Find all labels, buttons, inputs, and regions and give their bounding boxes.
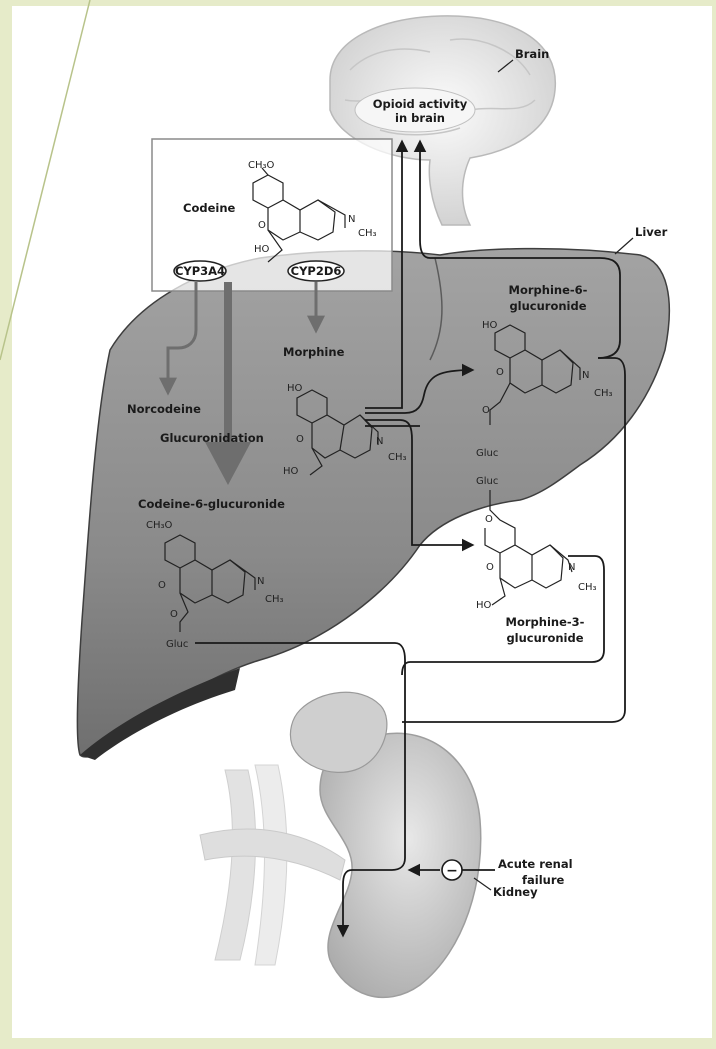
codeine6g-ring-o: O xyxy=(158,580,166,591)
codeine-ch3: CH₃ xyxy=(358,228,377,239)
codeine6g-gluc: Gluc xyxy=(166,639,188,650)
cyp2d6-label: CYP2D6 xyxy=(291,264,342,278)
m6g-gluc: Gluc xyxy=(476,448,498,459)
morphine-ho-bottom: HO xyxy=(283,466,299,477)
m6g-n: N xyxy=(582,370,589,381)
arf-label-1: Acute renal xyxy=(498,857,573,871)
inhibit-symbol: − xyxy=(446,863,458,879)
arf-label-2: failure xyxy=(522,873,565,887)
codeine6g-ch3o: CH₃O xyxy=(146,520,173,531)
norcodeine-label: Norcodeine xyxy=(127,402,201,416)
m3g-label-2: glucuronide xyxy=(506,631,583,645)
codeine-o: O xyxy=(258,220,266,231)
m6g-label-1: Morphine-6- xyxy=(509,283,588,297)
codeine-ch3o: CH₃O xyxy=(248,160,275,171)
m3g-label-1: Morphine-3- xyxy=(506,615,585,629)
m3g-o: O xyxy=(485,514,493,525)
m6g-ch3: CH₃ xyxy=(594,388,613,399)
codeine6g-o: O xyxy=(170,609,178,620)
m6g-label-2: glucuronide xyxy=(509,299,586,313)
codeine-ho: HO xyxy=(254,244,270,255)
morphine-n: N xyxy=(376,436,383,447)
kidney-label: Kidney xyxy=(493,885,538,899)
m3g-ho: HO xyxy=(476,600,492,611)
m6g-o: O xyxy=(482,405,490,416)
codeine-label: Codeine xyxy=(183,201,236,215)
liver-label: Liver xyxy=(635,225,668,239)
m6g-ho: HO xyxy=(482,320,498,331)
opioid-label-1: Opioid activity xyxy=(373,97,468,111)
m3g-ring-o: O xyxy=(486,562,494,573)
morphine-ch3: CH₃ xyxy=(388,452,407,463)
morphine-label: Morphine xyxy=(283,345,345,359)
codeine6g-n: N xyxy=(257,576,264,587)
morphine-ho-top: HO xyxy=(287,383,303,394)
morphine-o: O xyxy=(296,434,304,445)
codeine6g-label: Codeine-6-glucuronide xyxy=(138,497,285,511)
m6g-ring-o: O xyxy=(496,367,504,378)
glucuronidation-label: Glucuronidation xyxy=(160,431,264,445)
opioid-label-2: in brain xyxy=(395,111,445,125)
cyp3a4-label: CYP3A4 xyxy=(175,264,225,278)
m3g-gluc: Gluc xyxy=(476,476,498,487)
m3g-n: N xyxy=(568,562,575,573)
m3g-ch3: CH₃ xyxy=(578,582,597,593)
codeine-n: N xyxy=(348,214,355,225)
brain-label: Brain xyxy=(515,47,549,61)
codeine6g-ch3: CH₃ xyxy=(265,594,284,605)
